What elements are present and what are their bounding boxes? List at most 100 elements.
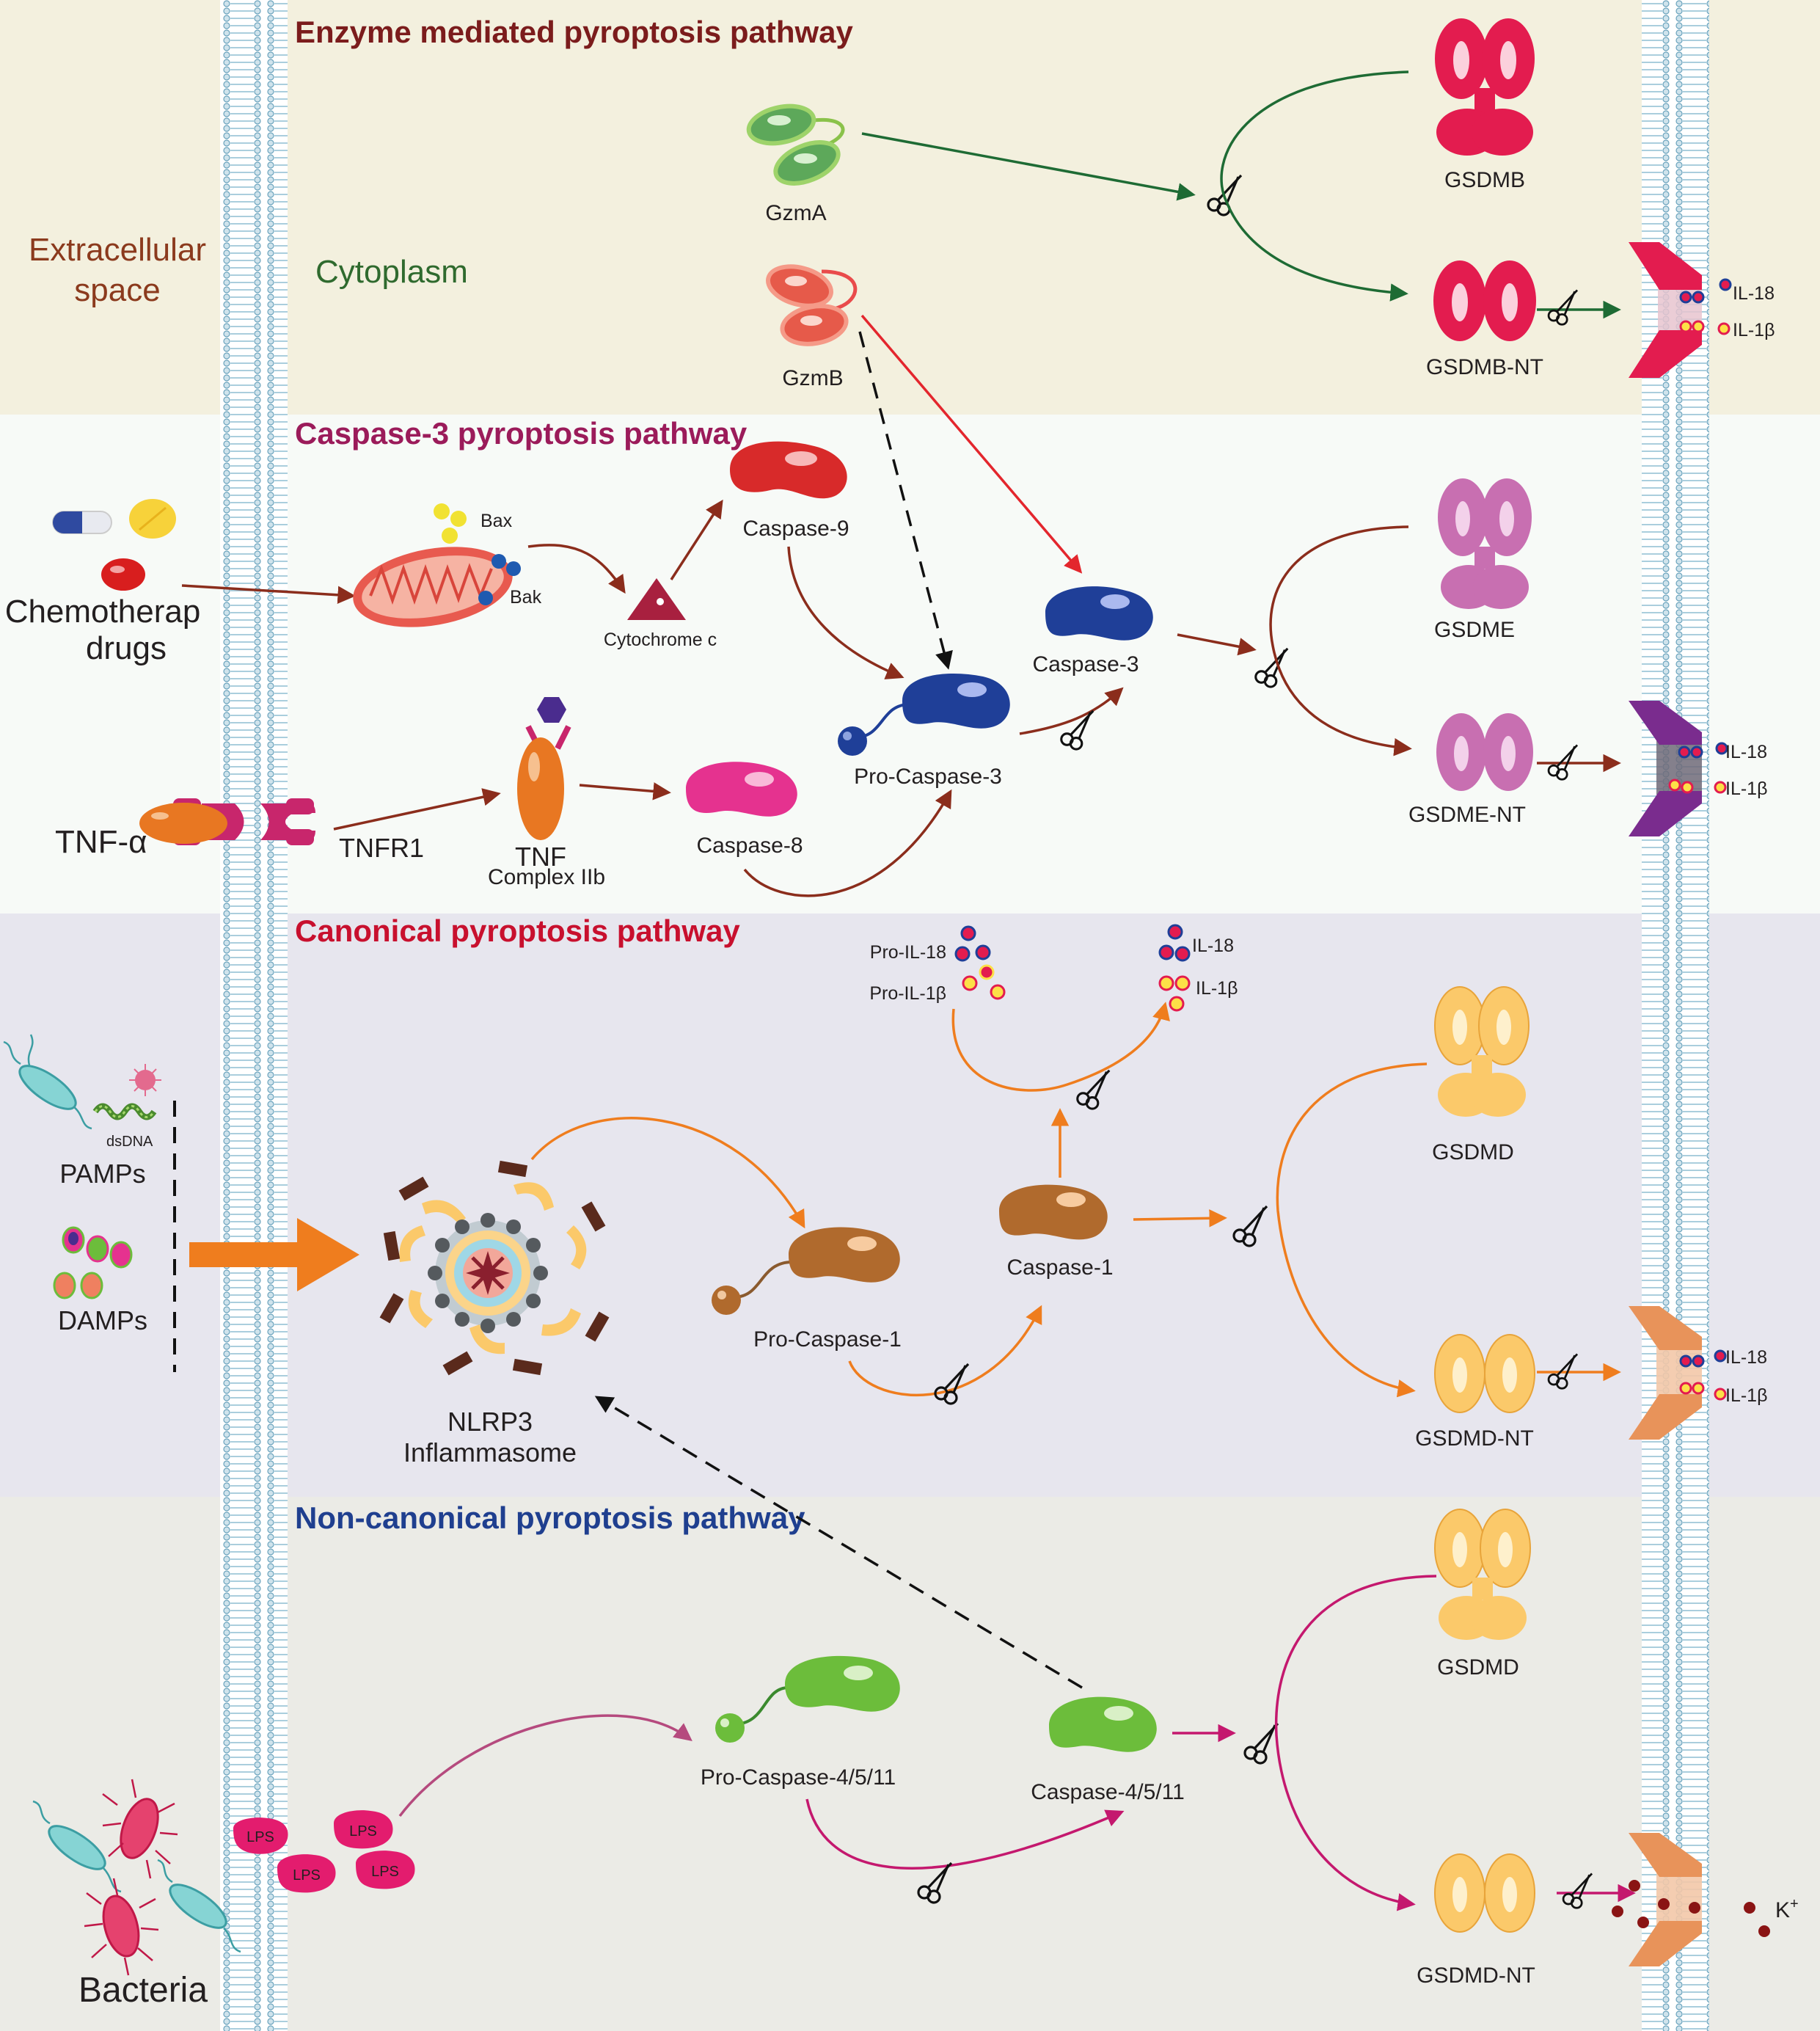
lps-label-3: LPS <box>293 1867 321 1884</box>
gsdmd-pore-il18-label: IL-18 <box>1725 1347 1767 1368</box>
gzma-label: GzmA <box>765 201 826 225</box>
drugs-to-mitochondria-arrow <box>181 584 356 605</box>
caspase3-panel-title: Caspase-3 pyroptosis pathway <box>295 416 748 451</box>
caspase3-label: Caspase-3 <box>1032 652 1139 677</box>
gsdmd-nt-noncanonical-icon <box>1434 1853 1535 1933</box>
gsdme-icon <box>1438 478 1532 609</box>
enzyme-panel-title: Enzyme mediated pyroptosis pathway <box>295 15 854 49</box>
cytoplasm-label: Cytoplasm <box>315 254 468 290</box>
mitochondria-to-cytc-arrow <box>527 544 626 594</box>
gsdmd-cleavage-arrow <box>1276 1062 1428 1398</box>
tnf-complex-icon <box>517 697 571 840</box>
bacteria-label: Bacteria <box>78 1971 208 2010</box>
gzmb-to-procaspase3-dashed-arrow <box>858 331 953 670</box>
tnf-complex-label: TNF <box>515 842 566 872</box>
gsdmb-nt-icon <box>1433 260 1536 341</box>
gsdme-cleavage-arrow <box>1269 525 1412 756</box>
k-efflux-pore-icon <box>1612 1833 1770 1966</box>
caspase8-icon <box>686 762 797 817</box>
gsdmb-icon <box>1435 18 1535 156</box>
mitochondria-icon <box>353 503 521 627</box>
pamps-label: PAMPs <box>59 1159 145 1189</box>
il1b-released-label: IL-1β <box>1196 978 1238 999</box>
lps-cluster <box>233 1810 415 1893</box>
gzma-icon <box>746 103 845 186</box>
bacteria-icon <box>32 1779 241 1976</box>
procaspase4511-to-caspase4511-arrow <box>805 1798 1125 1870</box>
gsdmd-nt-icon <box>1434 1334 1535 1413</box>
caspase8-label: Caspase-8 <box>696 834 803 858</box>
damps-label: DAMPs <box>58 1305 147 1335</box>
gzmb-label: GzmB <box>782 366 843 390</box>
gsdmd-noncanonical-label: GSDMD <box>1437 1655 1519 1680</box>
procaspase3-to-caspase3-arrow <box>1019 687 1124 735</box>
plasma-membrane-left <box>220 0 288 2031</box>
tnf-complex-label-2: Complex IIb <box>488 865 605 889</box>
dsdna-label: dsDNA <box>106 1134 153 1150</box>
k-ion-label: K+ <box>1775 1896 1799 1922</box>
canonical-panel-title: Canonical pyroptosis pathway <box>295 914 740 948</box>
gsdme-nt-icon <box>1436 713 1533 791</box>
pamps-damps-to-inflammasome-arrow <box>189 1218 359 1291</box>
gsdme-label: GSDME <box>1434 618 1515 642</box>
pill-capsule-icon <box>52 499 176 591</box>
caspase3-icon <box>1045 586 1153 641</box>
lps-to-procaspase4511-arrow <box>398 1714 692 1817</box>
procaspase3-label: Pro-Caspase-3 <box>854 765 1002 789</box>
gzmb-to-caspase3-arrow <box>860 314 1083 574</box>
caspase8-to-procaspase3-arrow <box>743 789 952 897</box>
procaspase3-icon <box>838 674 1010 756</box>
gsdme-pore-il18-label: IL-18 <box>1725 742 1767 762</box>
caspase9-label: Caspase-9 <box>742 517 849 541</box>
gsdmb-pore-icon <box>1629 242 1732 378</box>
procaspase1-icon <box>712 1227 900 1315</box>
caspase4511-label: Caspase-4/5/11 <box>1031 1780 1185 1804</box>
cytc-to-caspase9-arrow <box>670 499 723 580</box>
released-il-icon <box>1158 924 1191 1012</box>
lps-label-2: LPS <box>349 1823 377 1839</box>
bax-label: Bax <box>480 511 513 531</box>
pro-il-cleavage-arrow <box>951 1002 1170 1092</box>
gsdme-pore-il1b-label: IL-1β <box>1725 779 1767 799</box>
gsdme-pore-icon <box>1629 701 1728 836</box>
chemotherapy-drugs-label-2: drugs <box>86 630 167 666</box>
complex-to-caspase8-arrow <box>579 782 671 801</box>
caspase1-label: Caspase-1 <box>1006 1255 1113 1280</box>
gzmb-icon <box>766 264 858 346</box>
pro-il1b-label: Pro-IL-1β <box>869 983 946 1004</box>
pathogen-icon <box>3 1034 161 1130</box>
cytochrome-c-label: Cytochrome c <box>604 630 717 650</box>
gsdmd-pore-icon <box>1629 1306 1727 1440</box>
nlrp3-label-2: Inflammasome <box>403 1437 577 1467</box>
damps-icon <box>53 1226 133 1299</box>
caspase4511-icon <box>1049 1696 1157 1752</box>
gsdme-nt-label: GSDME-NT <box>1408 803 1526 827</box>
lps-label-1: LPS <box>246 1829 274 1845</box>
nlrp3-inflammasome-icon <box>379 1160 610 1376</box>
extracellular-label-2: space <box>74 272 160 308</box>
gsdmb-label: GSDMB <box>1444 168 1525 192</box>
procaspase4511-icon <box>715 1655 900 1743</box>
gsdmb-cleavage-arrow <box>1220 70 1409 302</box>
procaspase1-label: Pro-Caspase-1 <box>753 1327 902 1352</box>
caspase9-icon <box>730 441 847 499</box>
tnfa-membrane-arrow <box>333 788 501 831</box>
caspase1-icon <box>999 1184 1108 1240</box>
gsdmd-icon <box>1434 986 1530 1117</box>
procaspase1-to-caspase1-arrow <box>848 1305 1042 1397</box>
nlrp3-label: NLRP3 <box>447 1407 533 1437</box>
gsdmb-pore-il18-label: IL-18 <box>1733 283 1775 304</box>
gzma-to-scissors-arrow <box>861 132 1196 201</box>
lps-label-4: LPS <box>371 1864 399 1880</box>
tnf-alpha-label: TNF-α <box>55 824 147 860</box>
noncanonical-panel-title: Non-canonical pyroptosis pathway <box>295 1501 805 1535</box>
extracellular-label: Extracellular <box>29 232 206 268</box>
chemotherapy-drugs-label: Chemotherap <box>5 594 201 630</box>
bak-label: Bak <box>510 587 542 608</box>
procaspase4511-label: Pro-Caspase-4/5/11 <box>701 1765 896 1790</box>
caspase3-to-scissors-arrow <box>1177 633 1257 656</box>
gsdmd-noncanonical-icon <box>1434 1509 1531 1640</box>
gsdmd-pore-il1b-label: IL-1β <box>1725 1385 1767 1406</box>
gsdmd-nt-noncanonical-label: GSDMD-NT <box>1417 1963 1535 1988</box>
